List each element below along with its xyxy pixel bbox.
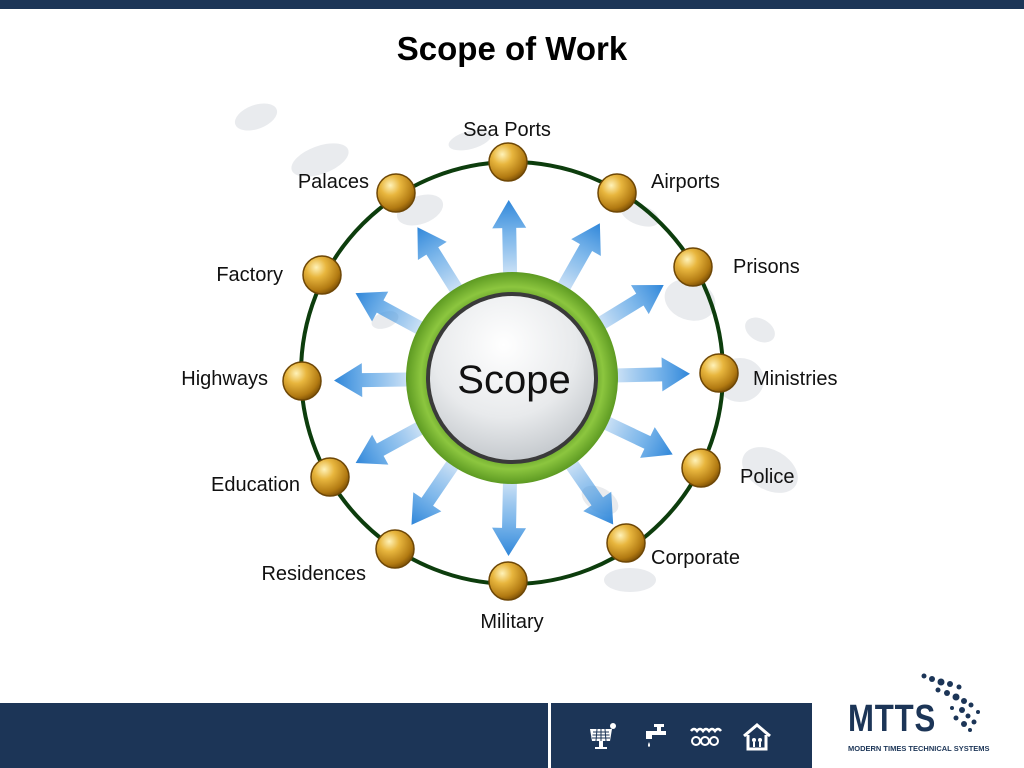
- logo-wordmark: MTTS: [848, 698, 937, 740]
- spoke-arrow: [492, 473, 527, 556]
- node-label: Factory: [216, 264, 283, 286]
- slide-title: Scope of Work: [396, 30, 628, 67]
- node-orb: [699, 353, 739, 393]
- node-label: Prisons: [733, 256, 800, 278]
- node-label: Airports: [651, 171, 720, 193]
- header-bar: [0, 0, 1024, 9]
- node-label: Education: [211, 474, 300, 496]
- solar-panel-icon: [584, 721, 618, 753]
- logo-dots-icon: [921, 673, 980, 732]
- node-orb: [673, 247, 713, 287]
- node-label: Residences: [261, 563, 366, 585]
- node-orb: [606, 523, 646, 563]
- spoke-arrow: [492, 200, 527, 283]
- spoke-arrow: [595, 412, 673, 458]
- spoke-arrow: [411, 453, 464, 525]
- node-orb: [597, 173, 637, 213]
- background-decoration: [234, 103, 798, 592]
- spoke-arrow: [334, 363, 417, 398]
- node-label: Highways: [181, 368, 268, 390]
- node-orb: [488, 561, 528, 601]
- spoke-arrow: [417, 227, 467, 301]
- footer-divider: [548, 703, 551, 768]
- logo-tagline: MODERN TIMES TECHNICAL SYSTEMS: [848, 744, 990, 753]
- node-orb: [681, 448, 721, 488]
- node-orb: [282, 361, 322, 401]
- company-logo: MTTS MODERN TIMES TECHNICAL SYSTEMS: [812, 670, 1024, 768]
- scope-diagram: Scope Sea PortsAirportsPrisonsMinistries…: [181, 103, 837, 633]
- node-label: Sea Ports: [463, 119, 551, 141]
- spoke-arrow: [560, 453, 614, 525]
- spoke-arrow: [607, 357, 690, 392]
- node-label: Police: [740, 466, 794, 488]
- center-hub: Scope: [406, 272, 618, 484]
- footer-bar: [0, 703, 812, 768]
- node-label: Corporate: [651, 547, 740, 569]
- node-label: Ministries: [753, 368, 837, 390]
- node-orb: [375, 529, 415, 569]
- node-orb: [488, 142, 528, 182]
- node-orb: [310, 457, 350, 497]
- node-orb: [376, 173, 416, 213]
- spoke-arrow: [355, 417, 432, 465]
- water-waves-icon: [688, 721, 722, 753]
- home-icon: [740, 721, 774, 753]
- center-label: Scope: [457, 358, 570, 402]
- spoke-arrow: [590, 284, 664, 334]
- node-orb: [302, 255, 342, 295]
- node-label: Military: [480, 611, 543, 633]
- water-tap-icon: [640, 721, 674, 753]
- spoke-arrow: [553, 223, 601, 298]
- spoke-arrow: [355, 291, 431, 339]
- node-label: Palaces: [298, 171, 369, 193]
